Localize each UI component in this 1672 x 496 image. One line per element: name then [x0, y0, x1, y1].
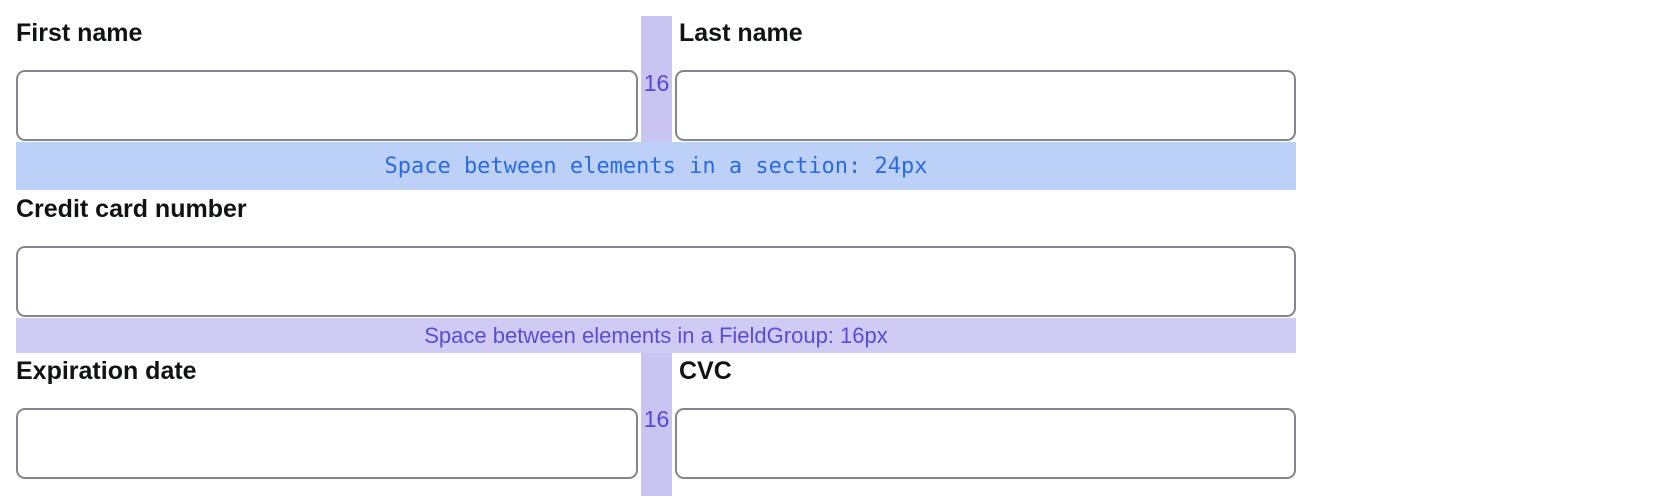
last-name-label: Last name — [679, 19, 803, 47]
fieldgroup-spacing-label: Space between elements in a FieldGroup: … — [424, 322, 888, 348]
credit-card-label: Credit card number — [16, 195, 247, 223]
cvc-input[interactable] — [675, 408, 1296, 479]
column-gap-strip-bottom — [641, 353, 672, 496]
column-gap-strip-top — [641, 16, 672, 142]
cvc-label: CVC — [679, 357, 732, 385]
first-name-input[interactable] — [16, 70, 638, 141]
first-name-label: First name — [16, 19, 143, 47]
section-spacing-band: Space between elements in a section: 24p… — [16, 142, 1296, 190]
expiration-date-label: Expiration date — [16, 357, 197, 385]
fieldgroup-spacing-band: Space between elements in a FieldGroup: … — [16, 318, 1296, 353]
expiration-date-input[interactable] — [16, 408, 638, 479]
section-spacing-label: Space between elements in a section: 24p… — [384, 153, 928, 179]
column-gap-value-top: 16 — [643, 70, 670, 96]
last-name-input[interactable] — [675, 70, 1296, 141]
column-gap-value-bottom: 16 — [643, 406, 670, 432]
credit-card-input[interactable] — [16, 246, 1296, 317]
